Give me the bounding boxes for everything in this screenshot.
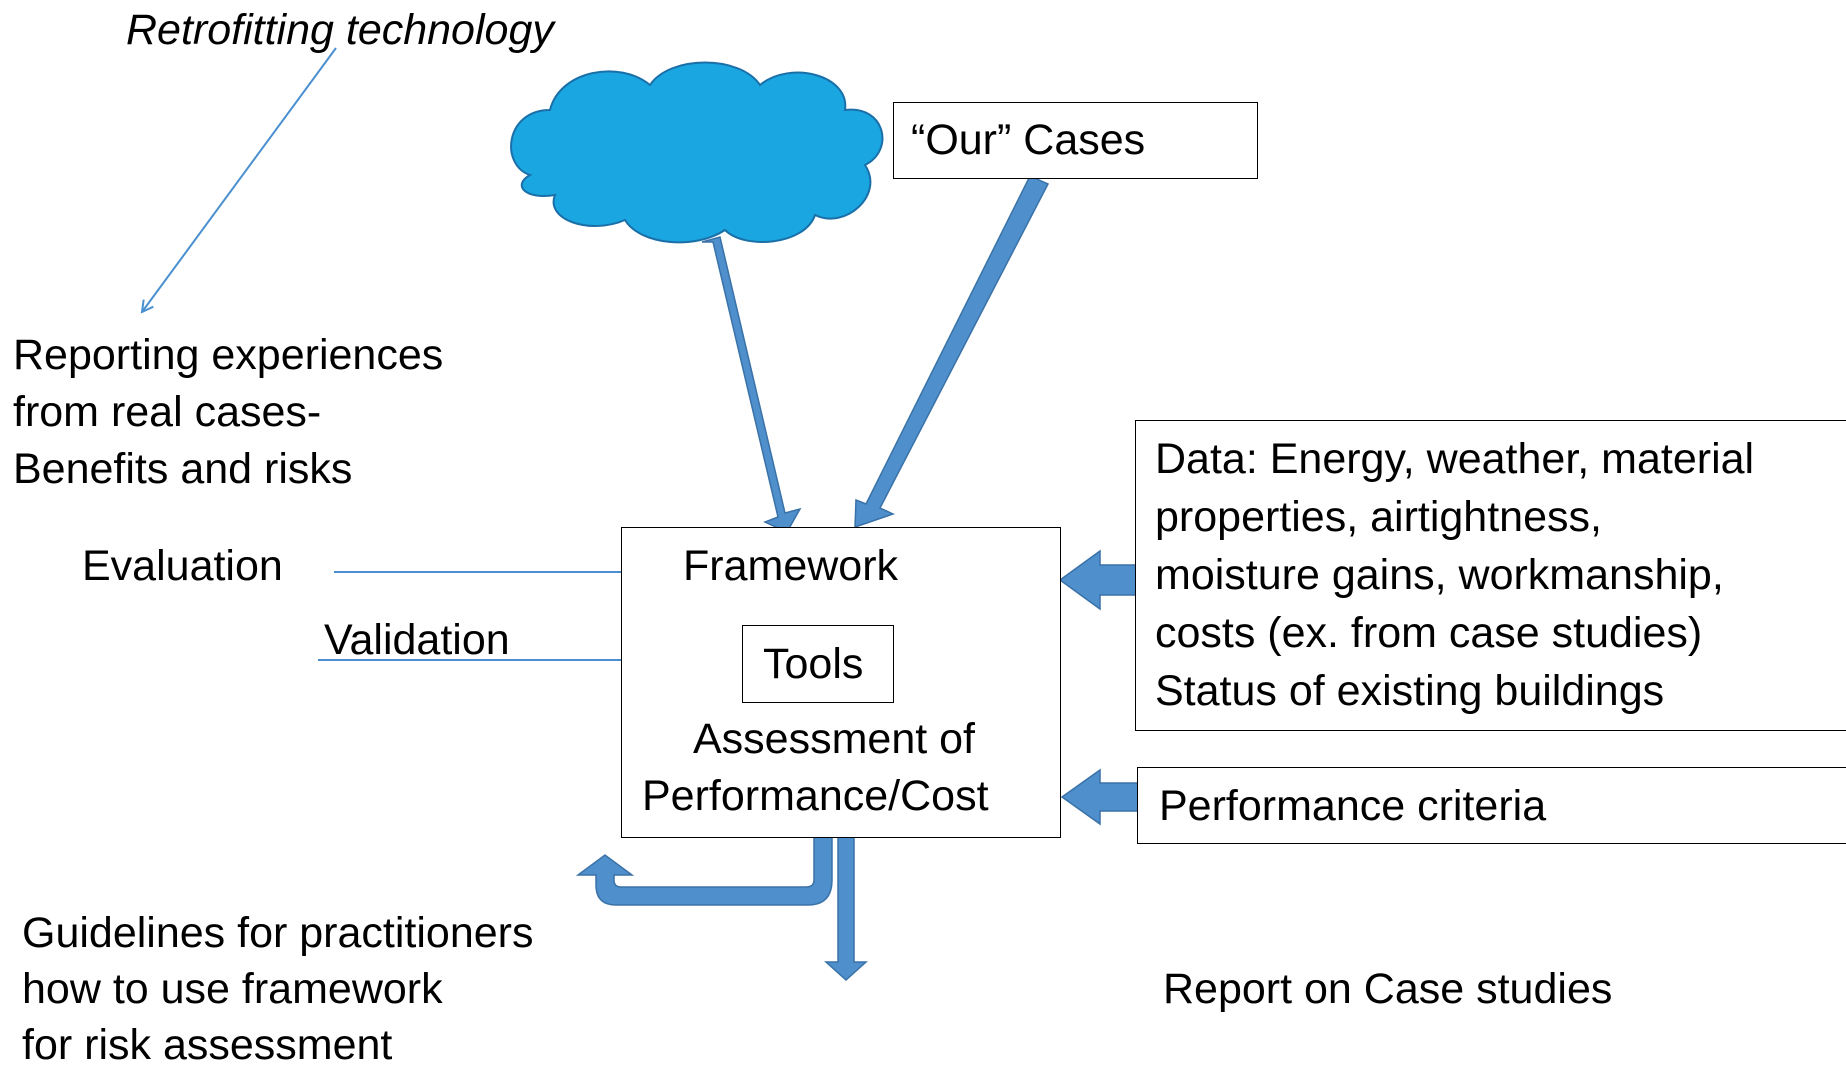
retrofitting-technology-label: Retrofitting technology — [126, 6, 554, 54]
cloud-to-framework-arrow — [701, 236, 802, 533]
guidelines-line-1: Guidelines for practitioners — [22, 909, 534, 957]
assessment-line-1: Assessment of — [693, 715, 975, 763]
guidelines-line-2: how to use framework — [22, 965, 443, 1013]
cloud-shape — [510, 61, 884, 244]
data-line-5: Status of existing buildings — [1155, 667, 1665, 715]
tools-box — [742, 625, 894, 703]
evaluation-label: Evaluation — [82, 542, 283, 590]
tools-label: Tools — [763, 640, 864, 688]
data-to-box-arrow — [1058, 549, 1137, 611]
our-cases-label: “Our” Cases — [911, 116, 1146, 164]
reporting-line-1: Reporting experiences — [13, 331, 444, 379]
guidelines-line-3: for risk assessment — [22, 1021, 393, 1069]
our-cases-box — [893, 102, 1258, 179]
data-box — [1135, 420, 1846, 731]
retrofitting-arrow — [142, 47, 337, 312]
reporting-line-3: Benefits and risks — [13, 445, 353, 493]
performance-criteria-box — [1137, 767, 1846, 844]
data-line-1: Data: Energy, weather, material — [1155, 435, 1755, 483]
data-line-4: costs (ex. from case studies) — [1155, 609, 1703, 657]
reporting-line-2: from real cases- — [13, 388, 322, 436]
assessment-line-2: Performance/Cost — [642, 772, 989, 820]
data-line-2: properties, airtightness, — [1155, 493, 1602, 541]
validation-label: Validation — [324, 616, 510, 664]
data-line-3: moisture gains, workmanship, — [1155, 551, 1724, 599]
report-case-studies-label: Report on Case studies — [1163, 965, 1613, 1013]
performance-criteria-label: Performance criteria — [1159, 782, 1547, 830]
box-uturn-arrow — [575, 836, 833, 906]
cases-to-framework-arrow — [854, 175, 1050, 529]
criteria-to-box-arrow — [1060, 768, 1139, 826]
box-down-arrow — [824, 836, 868, 982]
framework-label: Framework — [683, 542, 899, 590]
